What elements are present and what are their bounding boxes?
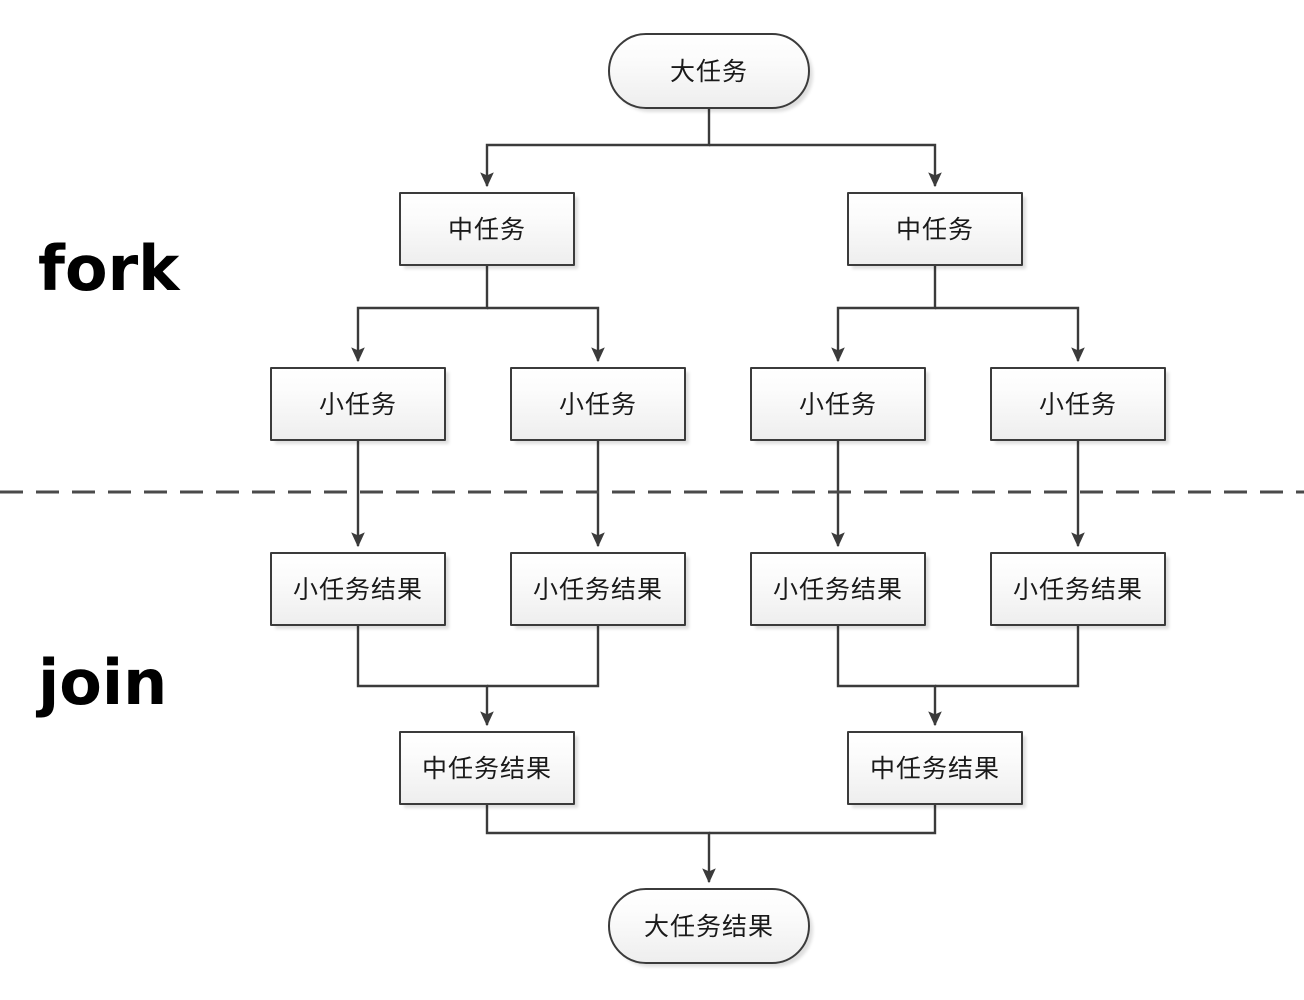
- edge-result2-to-midresult1: [487, 626, 600, 688]
- node-big-task[interactable]: 大任务: [608, 33, 810, 109]
- edge-midresult1-to-bigresult: [485, 805, 716, 884]
- node-small-task-2[interactable]: 小任务: [510, 367, 686, 441]
- node-big-result[interactable]: 大任务结果: [608, 888, 810, 964]
- node-small-task-4[interactable]: 小任务: [990, 367, 1166, 441]
- node-mid-task-1[interactable]: 中任务: [399, 192, 575, 266]
- node-small-result-2[interactable]: 小任务结果: [510, 552, 686, 626]
- phase-label-fork: fork: [38, 232, 180, 305]
- node-mid-result-1[interactable]: 中任务结果: [399, 731, 575, 805]
- edge-mid2-to-small3: [831, 266, 937, 363]
- edge-mid2-to-small4: [935, 306, 1085, 363]
- edge-result4-to-midresult2: [935, 626, 1080, 688]
- edge-result3-to-midresult2: [836, 626, 942, 727]
- phase-label-join: join: [38, 646, 168, 719]
- node-small-result-1[interactable]: 小任务结果: [270, 552, 446, 626]
- edge-mid1-to-small1: [351, 266, 489, 363]
- node-mid-result-2[interactable]: 中任务结果: [847, 731, 1023, 805]
- node-small-result-4[interactable]: 小任务结果: [990, 552, 1166, 626]
- edge-midresult2-to-bigresult: [709, 805, 937, 835]
- edge-result1-to-midresult1: [356, 626, 494, 727]
- edge-big-to-mid1: [480, 109, 711, 188]
- node-small-task-3[interactable]: 小任务: [750, 367, 926, 441]
- edge-big-to-mid2: [709, 143, 942, 188]
- node-small-result-3[interactable]: 小任务结果: [750, 552, 926, 626]
- node-mid-task-2[interactable]: 中任务: [847, 192, 1023, 266]
- edge-mid1-to-small2: [487, 306, 605, 363]
- node-small-task-1[interactable]: 小任务: [270, 367, 446, 441]
